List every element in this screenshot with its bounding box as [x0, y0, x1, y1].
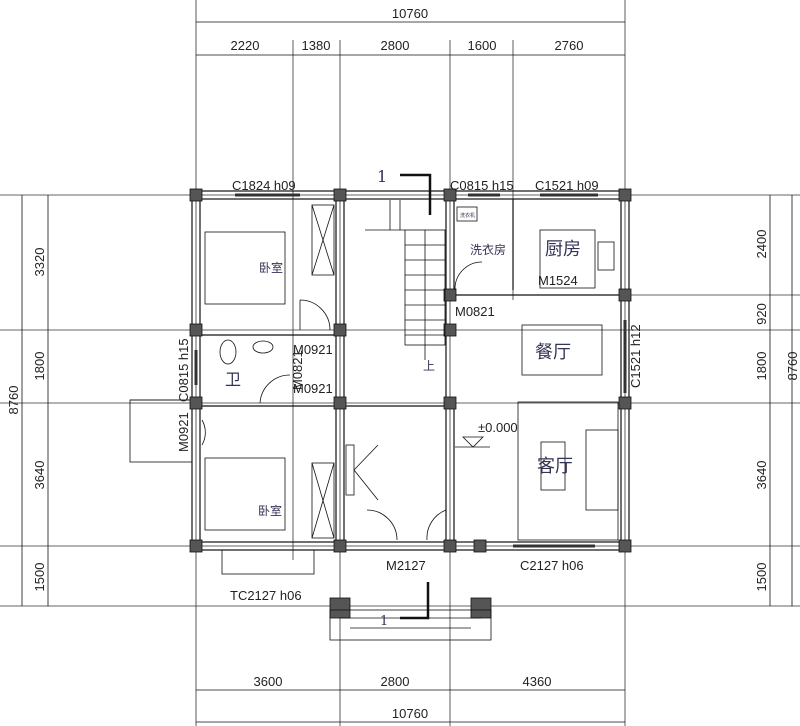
- room-living: 客厅: [537, 456, 573, 477]
- section-mark: 1 1: [377, 167, 432, 629]
- wardrobe-bottom: [311, 462, 335, 539]
- dim-right-4: 3640: [754, 461, 769, 490]
- label-m0821-bath: M0821: [290, 350, 305, 390]
- dim-left-2: 1800: [32, 352, 47, 381]
- dim-right-3: 1800: [754, 352, 769, 381]
- washer-label: 洗衣机: [460, 212, 475, 219]
- furniture: 洗衣机: [201, 200, 619, 541]
- dim-bottom-total: 10760: [392, 706, 428, 721]
- section-label-bottom: 1: [380, 614, 388, 629]
- dim-top-4: 1600: [468, 38, 497, 53]
- dim-bottom-1: 3600: [254, 674, 283, 689]
- right-dimensions: 2400 920 1800 3640 1500 8760: [754, 195, 800, 606]
- section-label-top: 1: [377, 167, 387, 186]
- dining-table: [521, 324, 603, 376]
- dim-right-2: 920: [754, 303, 769, 325]
- label-m0921-left: M0921: [176, 412, 191, 452]
- bottom-dimensions: 3600 2800 4360 10760: [196, 674, 625, 723]
- dim-right-5: 1500: [754, 563, 769, 592]
- sink: [252, 340, 274, 354]
- coffee-table: [540, 441, 566, 491]
- label-tc2127: TC2127 h06: [230, 588, 302, 603]
- toilet: [219, 339, 237, 365]
- dim-bottom-2: 2800: [381, 674, 410, 689]
- walls: [129, 190, 630, 575]
- label-m0921-b: M0921: [293, 381, 333, 396]
- top-dimensions: 10760 2220 1380 2800 1600 2760: [196, 6, 625, 56]
- dim-top-total: 10760: [392, 6, 428, 21]
- dim-top-1: 2220: [231, 38, 260, 53]
- dim-top-2: 1380: [302, 38, 331, 53]
- left-dimensions: 8760 3320 1800 3640 1500: [6, 195, 49, 606]
- bed-bottom: [204, 457, 286, 531]
- level-label: ±0.000: [478, 420, 518, 435]
- dim-left-4: 1500: [32, 563, 47, 592]
- dim-top-5: 2760: [555, 38, 584, 53]
- wardrobe-top: [311, 204, 335, 276]
- label-c1521-top: C1521 h09: [535, 178, 599, 193]
- dim-bottom-3: 4360: [523, 674, 552, 689]
- dim-left-3: 3640: [32, 461, 47, 490]
- room-kitchen: 厨房: [545, 239, 581, 260]
- columns: [189, 188, 632, 641]
- label-c0815-left: C0815 h15: [176, 338, 191, 402]
- label-c2127: C2127 h06: [520, 558, 584, 573]
- stair-up-label: 上: [423, 359, 435, 373]
- kitchen-counter: [539, 229, 596, 289]
- dim-right-total: 8760: [785, 352, 800, 381]
- label-m0821-laundry: M0821: [455, 304, 495, 319]
- staircase: [365, 200, 446, 360]
- windows: [194, 193, 627, 548]
- room-laundry: 洗衣房: [470, 242, 506, 257]
- label-m2127: M2127: [386, 558, 426, 573]
- room-bathroom: 卫: [225, 370, 241, 389]
- stove: [597, 241, 615, 271]
- label-m1524: M1524: [538, 273, 578, 288]
- level-marker: ±0.000: [455, 420, 518, 448]
- label-c1521-right: C1521 h12: [628, 324, 643, 388]
- sofa: [585, 429, 619, 511]
- dim-left-total: 8760: [6, 386, 21, 415]
- label-c1824: C1824 h09: [232, 178, 296, 193]
- room-dining: 餐厅: [535, 342, 571, 363]
- dim-right-1: 2400: [754, 230, 769, 259]
- label-c0815-top: C0815 h15: [450, 178, 514, 193]
- washer: [456, 206, 478, 222]
- dim-left-1: 3320: [32, 248, 47, 277]
- dim-top-3: 2800: [381, 38, 410, 53]
- bed-top: [204, 231, 286, 305]
- label-m0921-a: M0921: [293, 342, 333, 357]
- room-bedroom-top: 卧室: [259, 260, 283, 275]
- room-bedroom-bottom: 卧室: [258, 503, 282, 518]
